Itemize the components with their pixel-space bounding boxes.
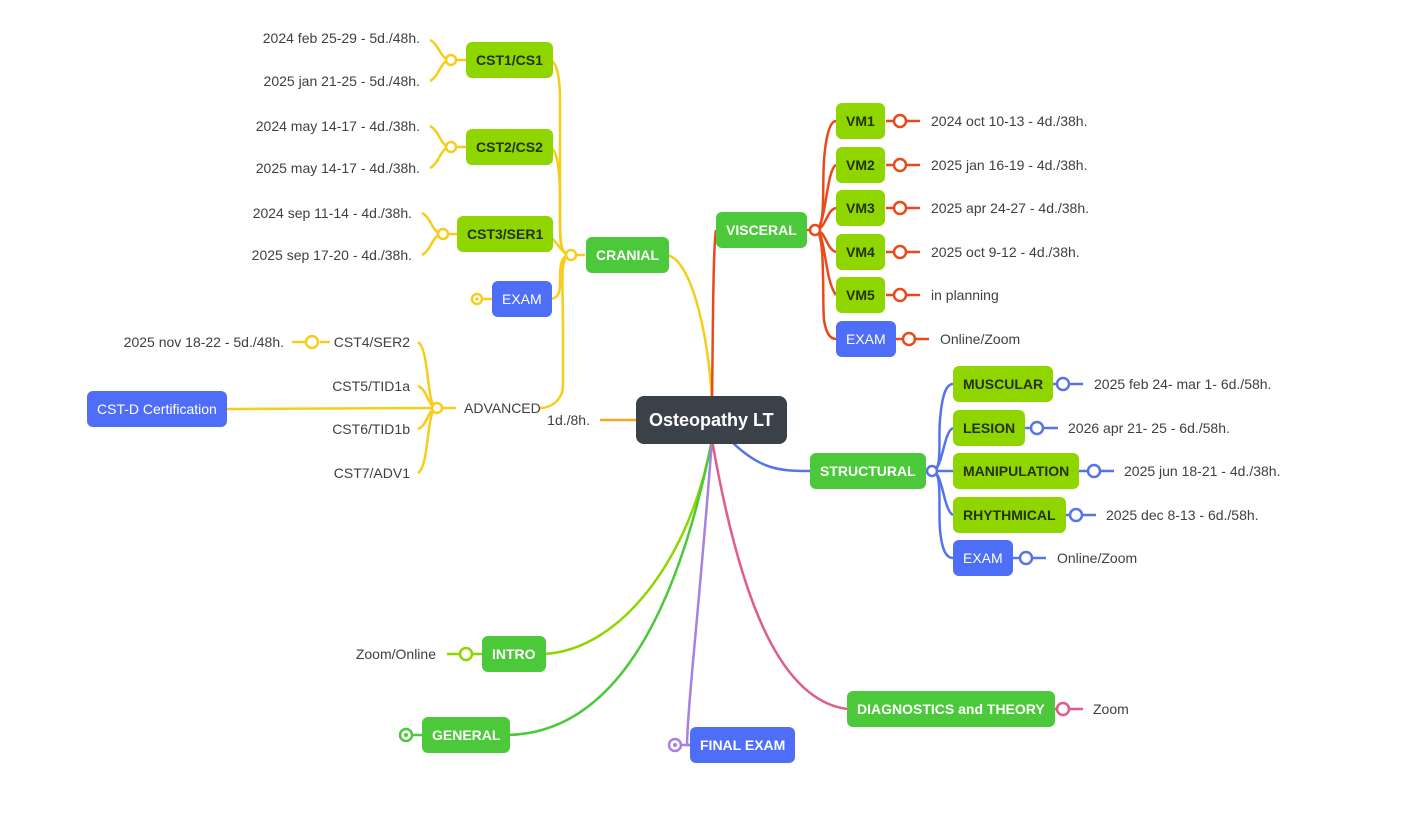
manipulation-note: 2025 jun 18-21 - 4d./38h.	[1124, 463, 1281, 479]
intro-node[interactable]: INTRO	[482, 636, 546, 672]
rhythmical-note: 2025 dec 8-13 - 6d./58h.	[1106, 507, 1259, 523]
root-node[interactable]: Osteopathy LT	[636, 396, 787, 444]
visceral-exam-note: Online/Zoom	[940, 331, 1021, 347]
vm2-note: 2025 jan 16-19 - 4d./38h.	[931, 157, 1088, 173]
rhythmical-node[interactable]: RHYTHMICAL	[953, 497, 1066, 533]
cst1-node[interactable]: CST1/CS1	[466, 42, 553, 78]
certification-node[interactable]: CST-D Certification	[87, 391, 227, 427]
exam-dot	[475, 297, 479, 301]
vm1-node[interactable]: VM1	[836, 103, 885, 139]
cst3-node[interactable]: CST3/SER1	[457, 216, 554, 252]
lesion-note: 2026 apr 21- 25 - 6d./58h.	[1068, 420, 1230, 436]
cst2-node[interactable]: CST2/CS2	[466, 129, 553, 165]
advanced-item-cst5[interactable]: CST5/TID1a	[332, 378, 410, 394]
structural-node[interactable]: STRUCTURAL	[810, 453, 926, 489]
cranial-node[interactable]: CRANIAL	[586, 237, 669, 273]
lesion-node[interactable]: LESION	[953, 410, 1026, 446]
structural-exam-node[interactable]: EXAM	[953, 540, 1013, 576]
visceral-joints	[808, 113, 917, 347]
intro-line	[543, 439, 714, 656]
advanced-node[interactable]: ADVANCED	[464, 400, 541, 416]
root-note: 1d./8h.	[547, 412, 590, 428]
cst2-date-2: 2025 may 14-17 - 4d./38h.	[255, 160, 420, 176]
diagnostics-line	[710, 439, 848, 711]
cst3-date-1: 2024 sep 11-14 - 4d./38h.	[252, 205, 412, 221]
general-node[interactable]: GENERAL	[422, 717, 511, 753]
structural-exam-note: Online/Zoom	[1057, 550, 1138, 566]
vm4-node[interactable]: VM4	[836, 234, 885, 270]
cst2-date-1: 2024 may 14-17 - 4d./38h.	[255, 118, 420, 134]
general-line	[504, 439, 714, 737]
final-exam-node[interactable]: FINAL EXAM	[690, 727, 796, 763]
cst3-date-2: 2025 sep 17-20 - 4d./38h.	[251, 247, 412, 263]
structural-joints	[925, 376, 1102, 566]
visceral-exam-node[interactable]: EXAM	[836, 321, 896, 357]
cst1-date-1: 2024 feb 25-29 - 5d./48h.	[262, 30, 420, 46]
vm5-node[interactable]: VM5	[836, 277, 885, 313]
intro-note: Zoom/Online	[355, 646, 436, 662]
cranial-joints	[304, 53, 578, 415]
diagnostics-node[interactable]: DIAGNOSTICS and THEORY	[847, 691, 1055, 727]
diagnostics-note: Zoom	[1093, 701, 1129, 717]
cst4-date: 2025 nov 18-22 - 5d./48h.	[123, 334, 284, 350]
vm3-note: 2025 apr 24-27 - 4d./38h.	[931, 200, 1090, 216]
advanced-item-cst6[interactable]: CST6/TID1b	[332, 421, 410, 437]
cranial-exam-node[interactable]: EXAM	[492, 281, 552, 317]
muscular-node[interactable]: MUSCULAR	[953, 366, 1054, 402]
advanced-item-cst4[interactable]: CST4/SER2	[333, 334, 410, 350]
visceral-node[interactable]: VISCERAL	[716, 212, 807, 248]
vm5-note: in planning	[931, 287, 999, 303]
advanced-item-cst7[interactable]: CST7/ADV1	[333, 465, 410, 481]
vm2-node[interactable]: VM2	[836, 147, 885, 183]
vm1-note: 2024 oct 10-13 - 4d./38h.	[931, 113, 1088, 129]
diagnostics-joint	[1055, 701, 1071, 717]
manipulation-node[interactable]: MANIPULATION	[953, 453, 1080, 489]
intro-joint	[458, 646, 474, 662]
final-exam-line	[685, 439, 714, 747]
cst1-date-2: 2025 jan 21-25 - 5d./48h.	[263, 73, 420, 89]
vm4-note: 2025 oct 9-12 - 4d./38h.	[931, 244, 1080, 260]
vm3-node[interactable]: VM3	[836, 190, 885, 226]
muscular-note: 2025 feb 24- mar 1- 6d./58h.	[1094, 376, 1272, 392]
